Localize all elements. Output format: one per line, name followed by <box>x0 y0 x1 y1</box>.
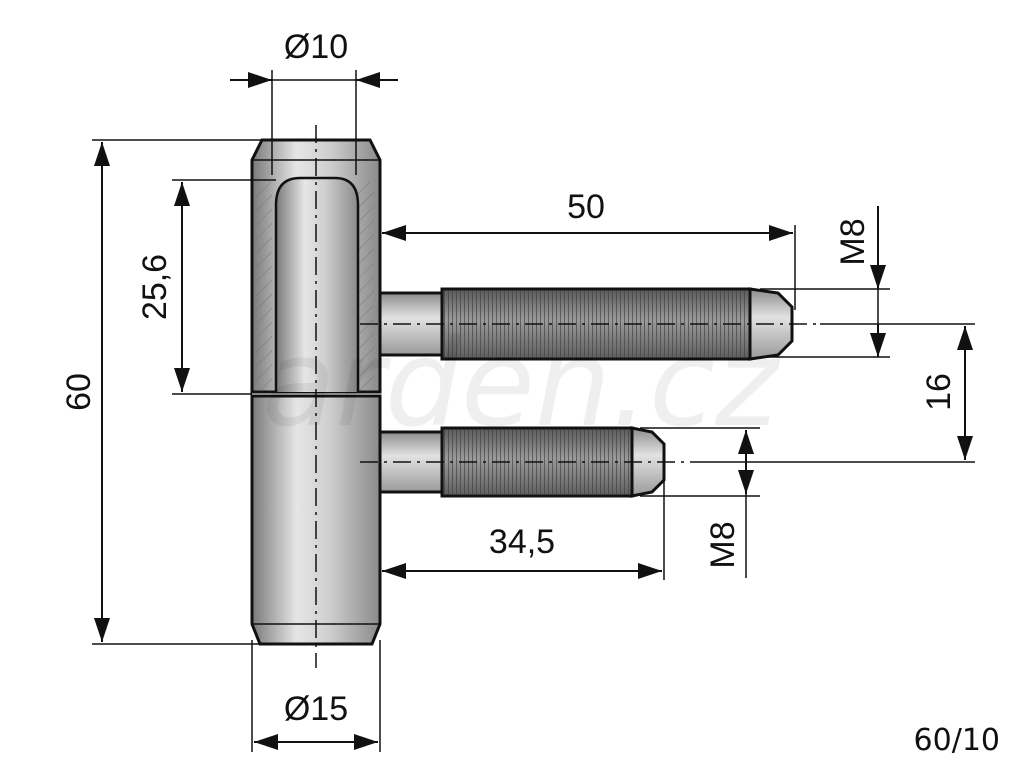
dim-body-diameter: Ø15 <box>284 690 348 728</box>
dim-bottom-pin-length: 34,5 <box>489 523 555 561</box>
model-label: 60/10 <box>914 723 1000 758</box>
sleeve-hatch-left <box>256 182 272 390</box>
watermark: arden.cz <box>262 315 781 454</box>
dim-overall-height: 60 <box>60 373 98 411</box>
inner-pin <box>274 176 360 392</box>
hinge-body <box>250 138 382 646</box>
dim-top-pin-length: 50 <box>567 188 605 226</box>
dim-pin-spacing: 16 <box>920 373 958 411</box>
dim-pin-diameter: Ø10 <box>284 28 348 66</box>
dim-bottom-thread: M8 <box>704 521 742 568</box>
dim-top-thread: M8 <box>834 218 872 265</box>
center-lines <box>315 125 820 668</box>
dimension-lines <box>92 70 975 752</box>
sleeve-hatch-right <box>358 182 374 390</box>
dim-upper-height: 25,6 <box>136 254 174 320</box>
